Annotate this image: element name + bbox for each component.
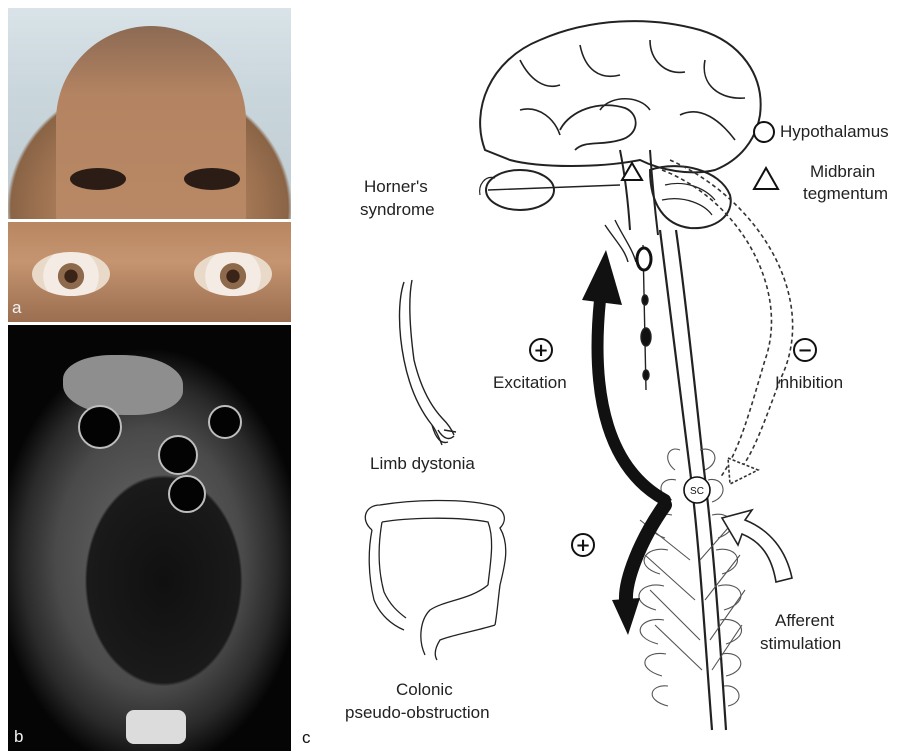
afferent-label-line2: stimulation (760, 633, 841, 655)
excitation-plus-symbol: + (533, 340, 548, 361)
inhibition-arrowhead (728, 458, 758, 484)
excitation-label: Excitation (493, 372, 567, 394)
midbrain-marker-triangle (622, 163, 642, 180)
excitation-arrowhead-up (582, 250, 622, 305)
excitation-arrowhead-down (612, 598, 640, 635)
excitation-arrow-down (626, 505, 665, 600)
horner-label-line1: Horner's (364, 176, 428, 198)
hypothalamus-label: Hypothalamus (780, 121, 889, 143)
colonic-label-line2: pseudo-obstruction (345, 702, 490, 724)
midbrain-label-line2: tegmentum (803, 183, 888, 205)
midbrain-legend-triangle (754, 168, 778, 189)
excitation-arrow-up (598, 300, 665, 500)
lower-plus-symbol: + (575, 535, 590, 556)
inhibition-label: Inhibition (775, 372, 843, 394)
inhibition-minus-symbol: − (797, 340, 812, 361)
afferent-arrow (722, 510, 792, 582)
afferent-label-line1: Afferent (775, 610, 834, 632)
midbrain-label-line1: Midbrain (810, 161, 875, 183)
sympathetic-chain (637, 245, 651, 390)
panel-label-c: c (302, 728, 311, 748)
hypothalamus-legend-circle (754, 122, 774, 142)
horner-label-line2: syndrome (360, 199, 435, 221)
colon-illustration (365, 500, 505, 660)
sc-node-label: SC (690, 486, 704, 497)
colonic-label-line1: Colonic (396, 679, 453, 701)
limb-dystonia-label: Limb dystonia (370, 453, 475, 475)
limb-illustration (400, 280, 457, 445)
brain-illustration (480, 21, 761, 262)
inhibition-pathway (662, 170, 771, 478)
